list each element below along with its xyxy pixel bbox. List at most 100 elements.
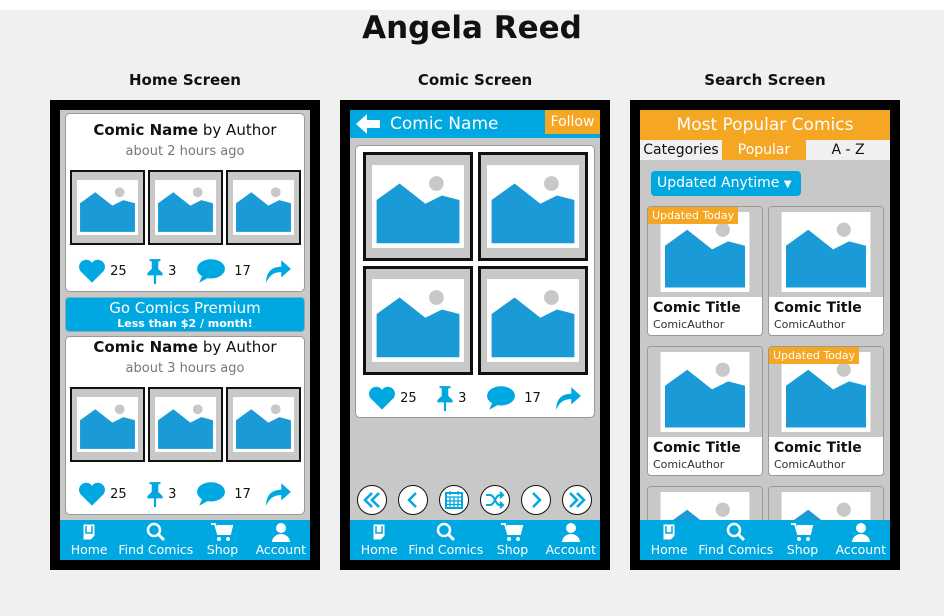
user-icon bbox=[561, 522, 581, 542]
nav-home[interactable]: Home bbox=[60, 520, 118, 560]
home-icon bbox=[659, 522, 679, 542]
nav-account[interactable]: Account bbox=[832, 520, 890, 560]
search-header: Most Popular Comics bbox=[640, 110, 890, 140]
first-button[interactable] bbox=[357, 485, 387, 515]
pin-count: 3 bbox=[168, 486, 177, 502]
comment-button[interactable]: 17 bbox=[196, 481, 251, 507]
calendar-button[interactable] bbox=[439, 485, 469, 515]
filter-value: Updated Anytime bbox=[657, 175, 780, 191]
like-button[interactable]: 25 bbox=[78, 258, 127, 284]
comic-author: ComicAuthor bbox=[774, 458, 846, 471]
comic-panel[interactable] bbox=[148, 387, 223, 462]
pin-count: 3 bbox=[168, 263, 177, 279]
nav-label: Shop bbox=[496, 542, 529, 557]
nav-label: Account bbox=[835, 542, 887, 557]
nav-shop[interactable]: Shop bbox=[483, 520, 541, 560]
share-icon bbox=[554, 385, 582, 411]
comic-author: ComicAuthor bbox=[653, 458, 725, 471]
comic-name[interactable]: Comic Name bbox=[93, 338, 199, 356]
like-count: 25 bbox=[110, 263, 127, 279]
comment-button[interactable]: 17 bbox=[486, 385, 541, 411]
feed-card[interactable]: Comic Name by Author about 2 hours ago 2… bbox=[65, 113, 305, 292]
comic-author: ComicAuthor bbox=[653, 318, 725, 331]
home-screen: Comic Name by Author about 2 hours ago 2… bbox=[60, 110, 310, 560]
nav-find-comics[interactable]: Find Comics bbox=[698, 520, 773, 560]
comic-title: Comic Title bbox=[774, 300, 862, 316]
nav-find-comics[interactable]: Find Comics bbox=[408, 520, 483, 560]
updated-filter-dropdown[interactable]: Updated Anytime ▼ bbox=[651, 171, 801, 196]
comic-card[interactable]: Comic Title ComicAuthor bbox=[768, 206, 884, 336]
nav-shop[interactable]: Shop bbox=[773, 520, 831, 560]
comic-thumbnail bbox=[774, 212, 878, 292]
share-button[interactable] bbox=[264, 258, 292, 284]
nav-account[interactable]: Account bbox=[252, 520, 310, 560]
top-strip bbox=[0, 0, 944, 10]
comic-name[interactable]: Comic Name bbox=[93, 121, 199, 139]
nav-label: Home bbox=[70, 542, 108, 557]
nav-label: Home bbox=[650, 542, 688, 557]
cart-icon bbox=[790, 522, 814, 542]
comment-count: 17 bbox=[234, 486, 251, 502]
shuffle-button[interactable] bbox=[480, 485, 510, 515]
comic-panel[interactable] bbox=[478, 152, 588, 261]
comic-screen: Comic Name Follow 25 3 17 Home Find Comi… bbox=[350, 110, 600, 560]
tab-categories[interactable]: Categories bbox=[640, 140, 722, 160]
comic-panel-area: 25 3 17 bbox=[355, 145, 595, 418]
pin-button[interactable]: 3 bbox=[146, 258, 176, 284]
next-button[interactable] bbox=[521, 485, 551, 515]
comic-panel[interactable] bbox=[363, 152, 473, 261]
nav-find-comics[interactable]: Find Comics bbox=[118, 520, 193, 560]
chevron-left-icon bbox=[407, 492, 417, 508]
double-chevron-right-icon bbox=[569, 492, 586, 508]
comic-panel[interactable] bbox=[226, 387, 301, 462]
comment-count: 17 bbox=[234, 263, 251, 279]
nav-label: Home bbox=[360, 542, 398, 557]
user-icon bbox=[271, 522, 291, 542]
comic-panel[interactable] bbox=[478, 266, 588, 375]
heart-icon bbox=[78, 258, 106, 284]
comic-screen-label: Comic Screen bbox=[417, 71, 533, 89]
nav-label: Shop bbox=[206, 542, 239, 557]
nav-account[interactable]: Account bbox=[542, 520, 600, 560]
pin-button[interactable]: 3 bbox=[146, 481, 176, 507]
nav-home[interactable]: Home bbox=[350, 520, 408, 560]
nav-home[interactable]: Home bbox=[640, 520, 698, 560]
previous-button[interactable] bbox=[398, 485, 428, 515]
comic-thumbnail bbox=[653, 212, 757, 292]
comic-panel[interactable] bbox=[226, 170, 301, 245]
like-button[interactable]: 25 bbox=[368, 385, 417, 411]
follow-button[interactable]: Follow bbox=[545, 110, 600, 134]
premium-banner[interactable]: Go Comics Premium Less than $2 / month! bbox=[65, 297, 305, 332]
share-button[interactable] bbox=[264, 481, 292, 507]
comic-card[interactable]: Comic Title ComicAuthor bbox=[647, 346, 763, 476]
comic-author: ComicAuthor bbox=[774, 318, 846, 331]
comic-card[interactable]: Updated Today Comic Title ComicAuthor bbox=[647, 206, 763, 336]
comment-button[interactable]: 17 bbox=[196, 258, 251, 284]
home-phone: Comic Name by Author about 2 hours ago 2… bbox=[50, 100, 320, 570]
tab-a-z[interactable]: A - Z bbox=[806, 140, 890, 160]
nav-shop[interactable]: Shop bbox=[193, 520, 251, 560]
page-title: Angela Reed bbox=[362, 10, 582, 46]
comic-panel[interactable] bbox=[148, 170, 223, 245]
post-time: about 3 hours ago bbox=[125, 361, 245, 376]
search-icon bbox=[726, 522, 746, 542]
nav-label: Shop bbox=[786, 542, 819, 557]
heart-icon bbox=[368, 385, 396, 411]
bottom-nav: Home Find Comics Shop Account bbox=[60, 520, 310, 560]
like-button[interactable]: 25 bbox=[78, 481, 127, 507]
back-arrow-icon[interactable] bbox=[355, 113, 381, 135]
tab-popular[interactable]: Popular bbox=[722, 140, 806, 160]
like-count: 25 bbox=[400, 390, 417, 406]
comic-panel[interactable] bbox=[363, 266, 473, 375]
comic-panel[interactable] bbox=[70, 170, 145, 245]
comic-card[interactable]: Updated Today Comic Title ComicAuthor bbox=[768, 346, 884, 476]
search-icon bbox=[146, 522, 166, 542]
feed-card[interactable]: Comic Name by Author about 3 hours ago 2… bbox=[65, 336, 305, 515]
comic-panel[interactable] bbox=[70, 387, 145, 462]
pin-button[interactable]: 3 bbox=[436, 385, 466, 411]
shuffle-icon bbox=[486, 491, 505, 509]
last-button[interactable] bbox=[562, 485, 592, 515]
post-time: about 2 hours ago bbox=[125, 144, 245, 159]
heart-icon bbox=[78, 481, 106, 507]
share-button[interactable] bbox=[554, 385, 582, 411]
